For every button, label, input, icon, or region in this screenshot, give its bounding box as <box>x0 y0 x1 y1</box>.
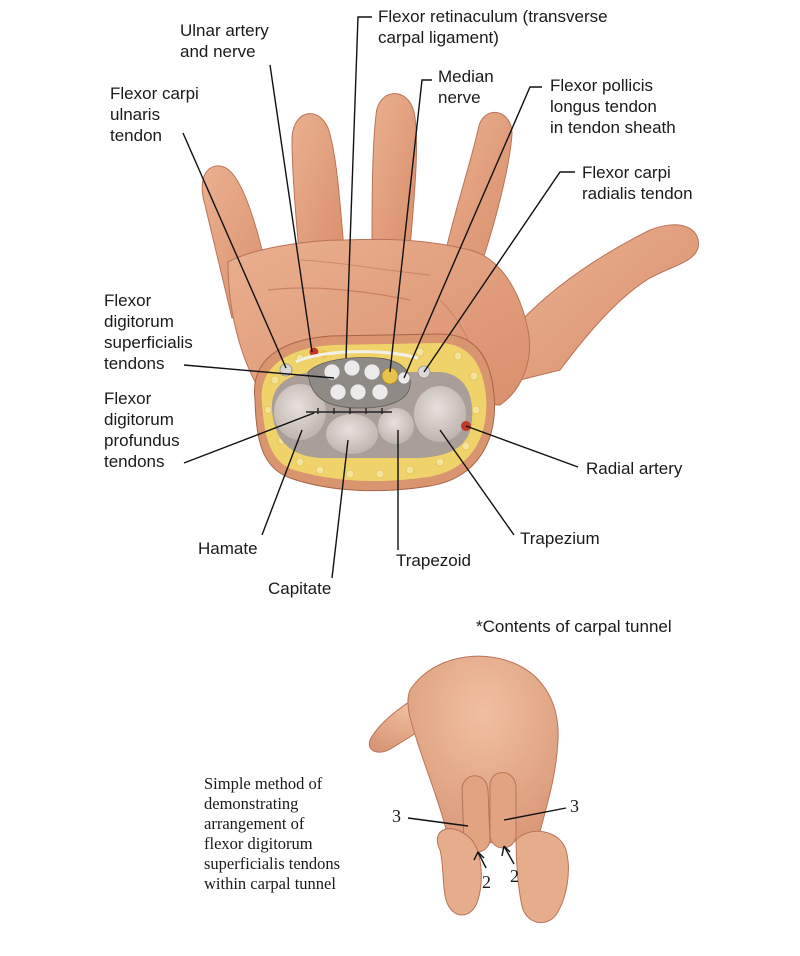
leader-retinaculum <box>345 16 372 359</box>
label-capitate: Capitate <box>268 579 332 598</box>
hand-illustration <box>201 93 699 492</box>
demo-other-hand-left <box>436 828 482 916</box>
leader-radial-artery <box>465 425 579 468</box>
label-trapezoid: Trapezoid <box>396 551 471 570</box>
leader-trapezium <box>439 429 515 536</box>
leader-fcr <box>423 171 575 373</box>
flexor-retinaculum-band <box>295 350 419 364</box>
finger-number-right-2: 2 <box>510 866 519 886</box>
finger-number-right-3: 3 <box>570 796 579 816</box>
demo-hand-palm <box>407 655 559 846</box>
hamate-bone <box>274 384 326 440</box>
label-radial-artery: Radial artery <box>586 459 683 478</box>
leader-fds <box>183 364 335 379</box>
demo-other-hand-right <box>515 830 569 924</box>
leader-fcu <box>182 132 287 369</box>
middle-finger <box>371 93 418 251</box>
thumb <box>519 224 699 381</box>
leader-fpl <box>403 86 542 379</box>
demo-finger-right <box>489 772 517 849</box>
trapezium-bone <box>414 386 466 442</box>
label-trapezium: Trapezium <box>520 529 600 548</box>
leader-capitate <box>331 439 349 579</box>
capitate-bone <box>326 414 378 454</box>
ring-finger <box>291 113 345 263</box>
label-contents-note: *Contents of carpal tunnel <box>476 617 672 636</box>
leader-hamate <box>261 429 303 536</box>
trapezoid-bone <box>378 408 414 444</box>
finger-number-left-3: 3 <box>392 806 401 826</box>
label-hamate: Hamate <box>198 539 258 558</box>
demonstration-hand <box>368 655 569 924</box>
index-finger <box>444 112 513 263</box>
leader-median-nerve <box>389 79 432 373</box>
wrist-cross-section <box>253 333 495 492</box>
finger-number-left-2: 2 <box>482 872 491 892</box>
leader-lines <box>182 16 579 579</box>
leader-ulnar-artery <box>269 64 313 353</box>
leader-fdp <box>183 412 315 464</box>
demo-leader-lines <box>407 807 567 869</box>
